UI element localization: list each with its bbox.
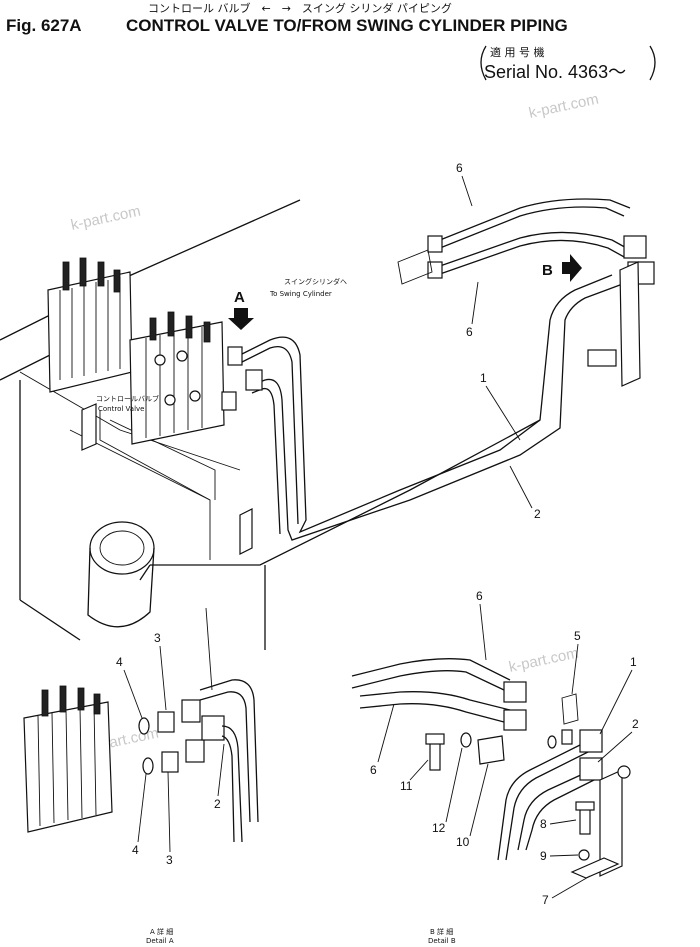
fitting-upper	[227, 346, 243, 366]
callout-7: 7	[542, 893, 549, 907]
callout-6-lower: 6	[466, 325, 473, 339]
callout-12: 12	[432, 821, 446, 835]
detail-a-label-en: Detail A	[146, 937, 174, 945]
callout-6-top: 6	[456, 161, 463, 175]
pipe-2-main	[251, 281, 629, 541]
detail-a-label-jp: A 詳 細	[150, 927, 173, 936]
arrow-a-label: A	[234, 289, 245, 306]
callout-2-detail-a: 2	[214, 797, 221, 811]
watermark-1: k-part.com	[527, 91, 600, 122]
detail-a-fittings	[138, 699, 225, 775]
figure-number: Fig. 627A	[6, 16, 82, 35]
bracket-bolt-block	[587, 349, 617, 367]
arrow-b-label: B	[542, 262, 553, 279]
callout-6-detail-b-lower: 6	[370, 763, 377, 777]
callout-2-main: 2	[534, 507, 541, 521]
title-japanese: コントロール バルブ ← → スイング シリンダ パイピング	[148, 1, 452, 15]
fitting-lower	[221, 391, 237, 411]
control-valve-label-en: Control Valve	[98, 405, 144, 413]
watermark-3: k-part.com	[507, 645, 580, 676]
machine-frame	[0, 199, 541, 650]
hose-6-lower	[427, 231, 631, 279]
callout-6-detail-b-top: 6	[476, 589, 483, 603]
mount-bracket-main	[619, 261, 641, 387]
to-cylinder-label-jp: スイングシリンダへ	[284, 277, 347, 286]
callout-4-lower: 4	[132, 843, 139, 857]
hose-6-upper	[427, 198, 631, 253]
detail-b-label-en: Detail B	[428, 937, 456, 945]
arrow-b	[562, 254, 582, 282]
detail-b-label-jp: B 詳 細	[430, 927, 453, 936]
callout-5: 5	[574, 629, 581, 643]
hose-fitting-upper	[623, 235, 647, 259]
serial-bracket-right	[649, 45, 656, 81]
callout-9: 9	[540, 849, 547, 863]
serial-japanese: 適 用 号 機	[490, 45, 545, 59]
control-valve-main	[47, 257, 225, 445]
callout-8: 8	[540, 817, 547, 831]
to-cylinder-label-en: To Swing Cylinder	[269, 290, 332, 298]
callout-3-lower: 3	[166, 853, 173, 867]
arrow-a	[228, 308, 254, 330]
detail-b-hoses	[351, 658, 527, 731]
detail-b-pipes	[497, 729, 603, 861]
detail-b-bracket	[570, 765, 631, 879]
serial-number: Serial No. 4363～	[484, 62, 626, 82]
detail-b-clamp	[425, 732, 505, 771]
watermark-2: k-part.com	[69, 203, 142, 234]
detail-a-pipes	[199, 679, 259, 843]
callout-1-main: 1	[480, 371, 487, 385]
callout-1-detail-b: 1	[630, 655, 637, 669]
callout-11: 11	[400, 779, 413, 793]
callout-10: 10	[456, 835, 470, 849]
serial-bracket-left	[480, 45, 487, 81]
diagram-title: CONTROL VALVE TO/FROM SWING CYLINDER PIP…	[126, 16, 568, 35]
pipe-1-main	[239, 274, 613, 534]
detail-a-valve	[23, 685, 113, 833]
control-valve-label-jp: コントロールバルブ	[96, 394, 159, 403]
callout-3-upper: 3	[154, 631, 161, 645]
to-cylinder-tag	[397, 249, 433, 285]
elbow-lower	[245, 369, 263, 391]
callout-4-upper: 4	[116, 655, 123, 669]
detail-b-tag	[547, 693, 579, 749]
callout-2-detail-b: 2	[632, 717, 639, 731]
